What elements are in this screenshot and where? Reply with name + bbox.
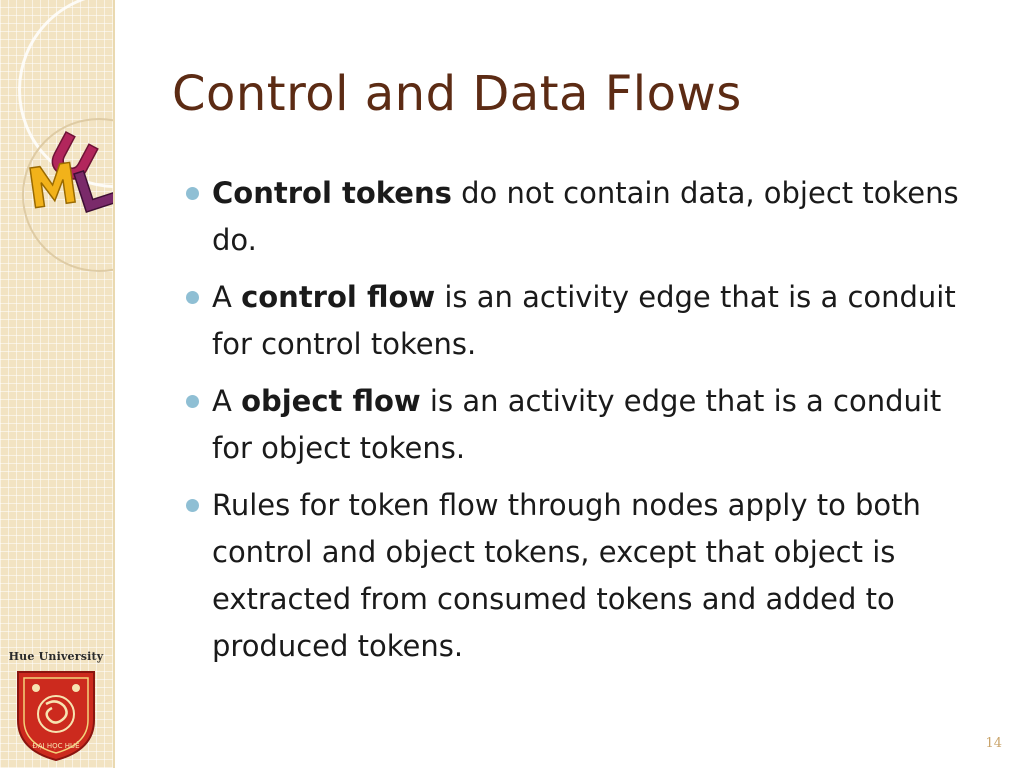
bullet-text: Rules for token flow through nodes apply… xyxy=(212,488,921,663)
page-number: 14 xyxy=(985,736,1002,751)
bullet-text: Control tokens do not contain data, obje… xyxy=(212,176,959,257)
emblem-text: ĐẠI HỌC HUẾ xyxy=(32,740,80,750)
bullet-item: A object flow is an activity edge that i… xyxy=(186,378,976,472)
bullet-list: Control tokens do not contain data, obje… xyxy=(186,170,976,680)
bullet-dot-icon xyxy=(186,395,199,408)
bullet-dot-icon xyxy=(186,291,199,304)
bullet-item: A control flow is an activity edge that … xyxy=(186,274,976,368)
slide-title: Control and Data Flows xyxy=(172,66,742,122)
uml-logo-icon xyxy=(29,130,113,213)
bullet-dot-icon xyxy=(186,187,199,200)
university-label: Hue University xyxy=(8,650,104,663)
bullet-text: A control flow is an activity edge that … xyxy=(212,280,956,361)
bullet-item: Rules for token flow through nodes apply… xyxy=(186,482,976,670)
bullet-dot-icon xyxy=(186,499,199,512)
bullet-text: A object flow is an activity edge that i… xyxy=(212,384,942,465)
sidebar-decoration: Hue University ĐẠI HỌC HUẾ xyxy=(0,0,115,768)
bullet-item: Control tokens do not contain data, obje… xyxy=(186,170,976,264)
university-emblem-icon: ĐẠI HỌC HUẾ xyxy=(17,671,95,762)
